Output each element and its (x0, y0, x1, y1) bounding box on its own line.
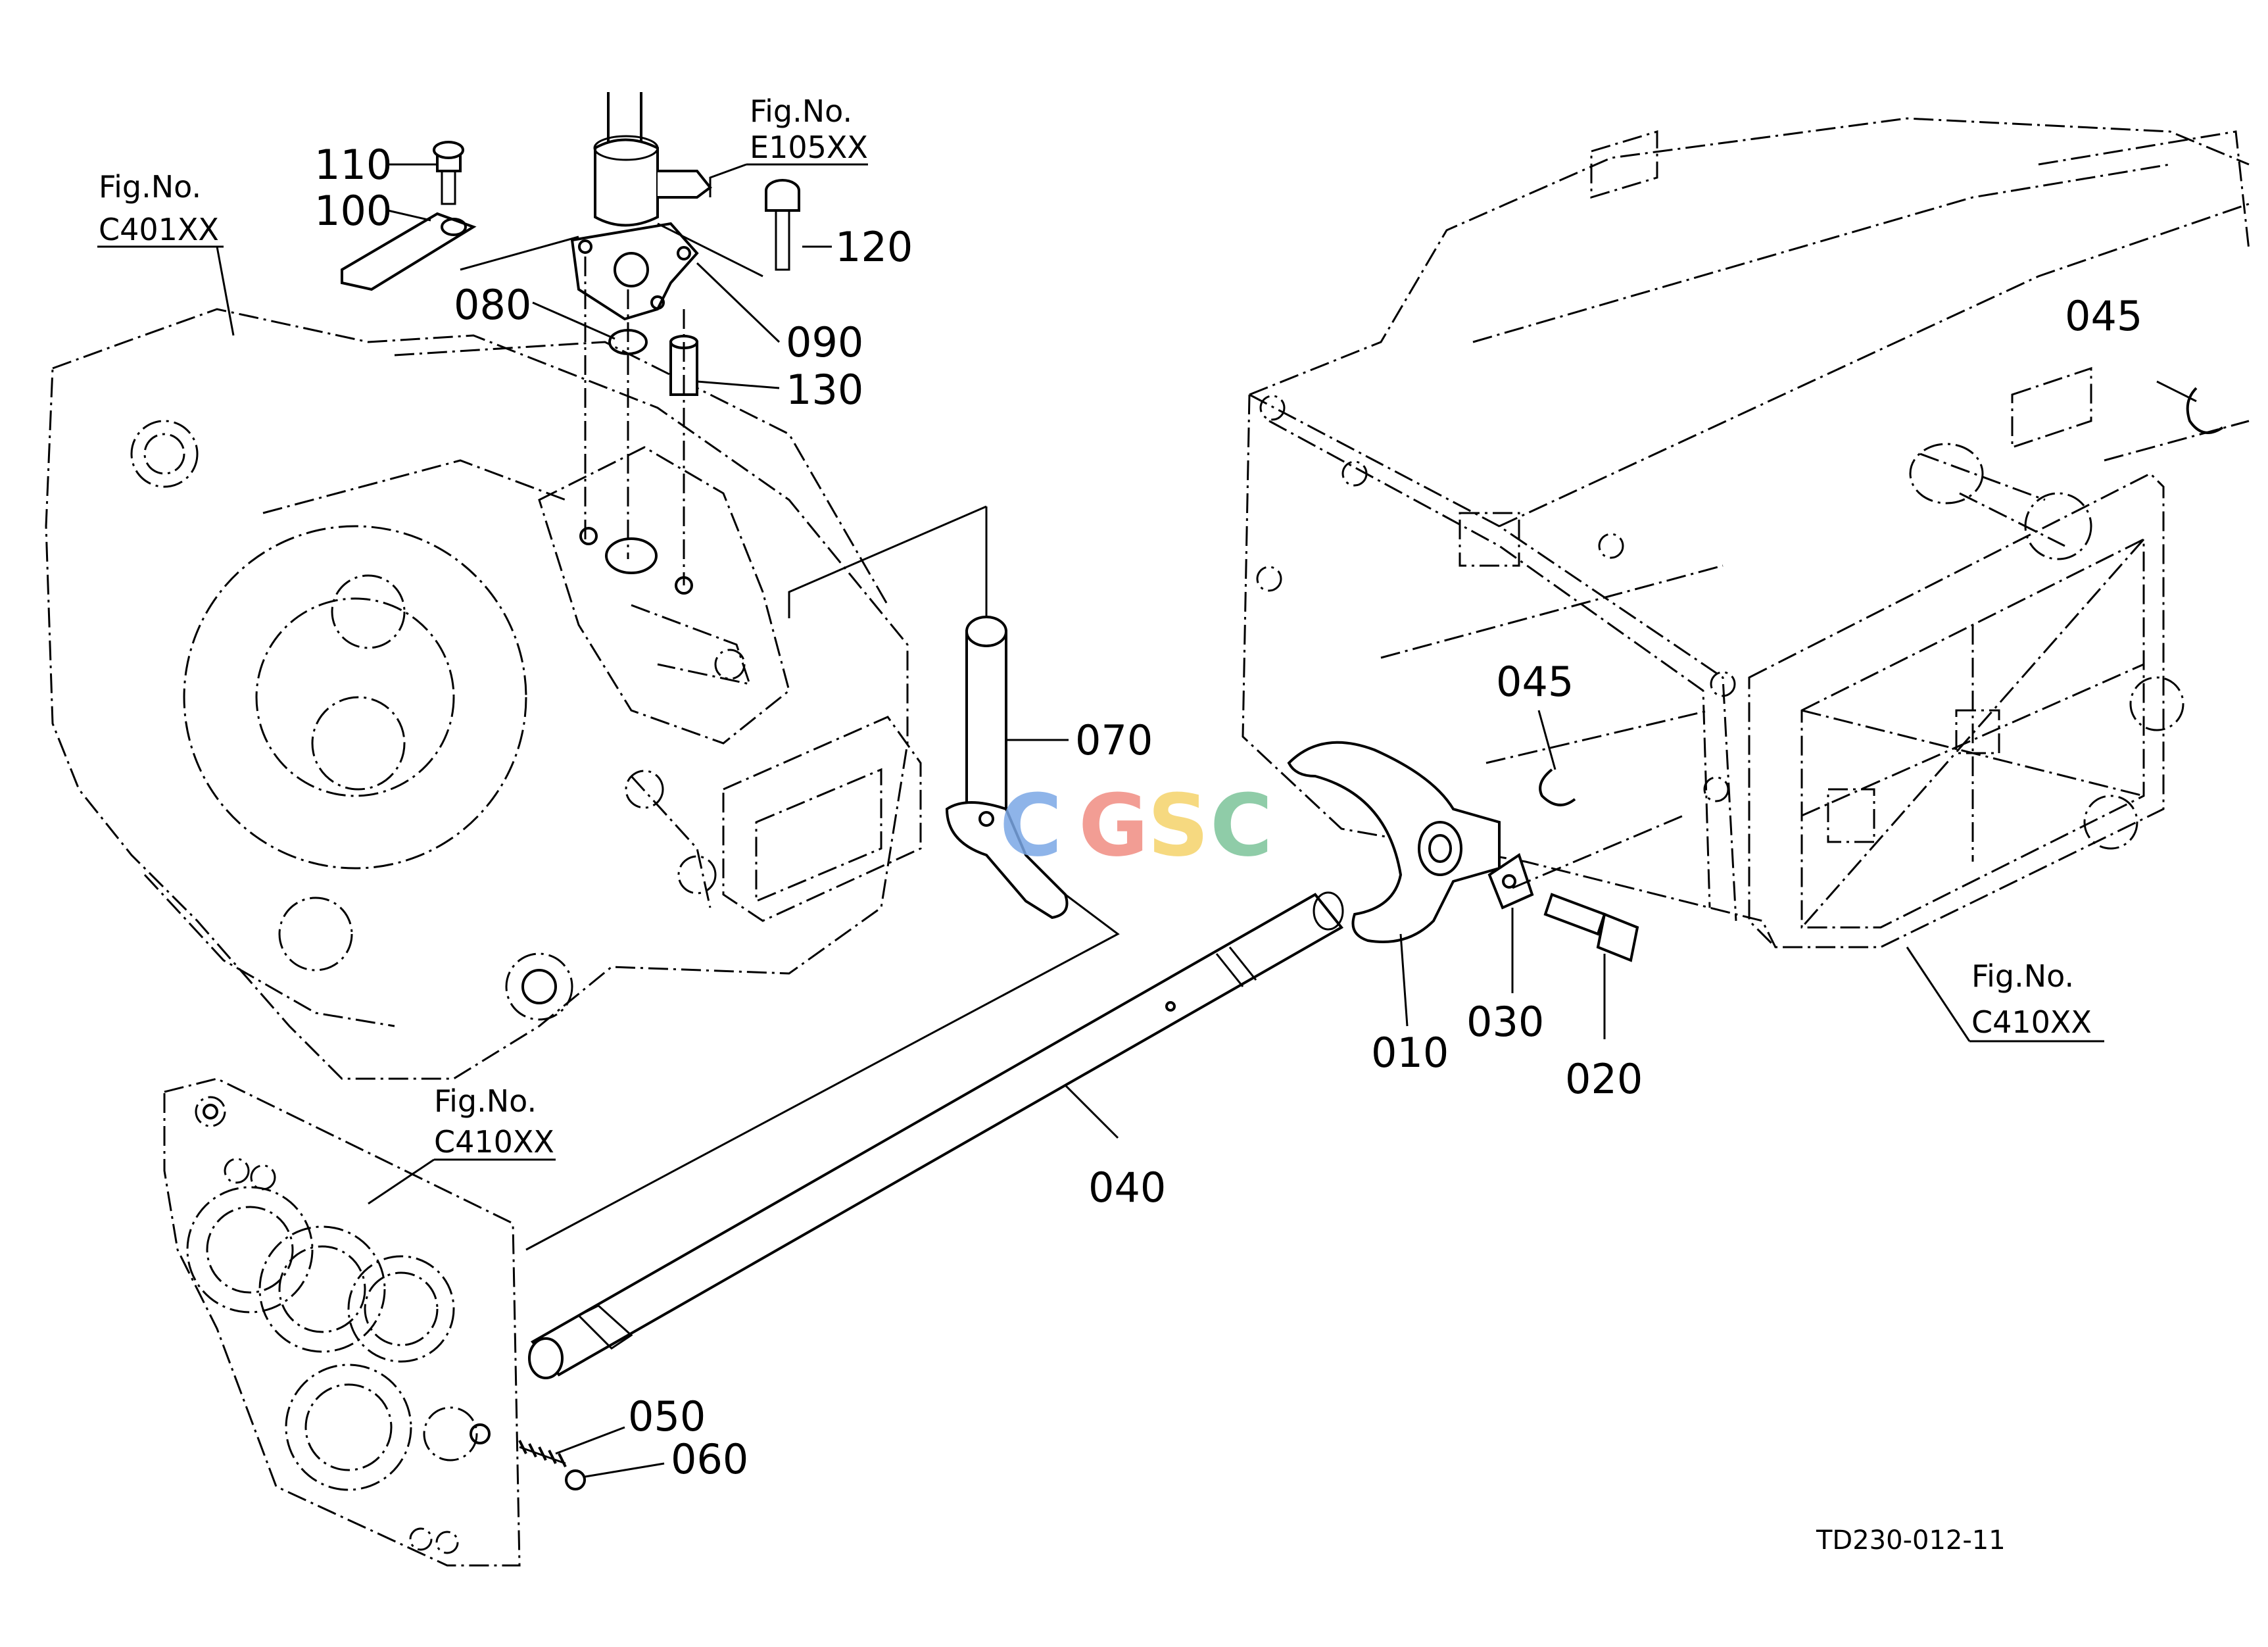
washer-030 (1487, 852, 1534, 910)
label-020: 020 (1565, 1055, 1643, 1103)
drawing-code: TD230-012-11 (1816, 1525, 2006, 1556)
bolt-110 (433, 141, 464, 205)
part-number-labels: 110 100 120 080 090 130 070 045 045 010 … (314, 141, 2142, 1483)
label-050: 050 (628, 1392, 706, 1440)
alignment-lines (584, 257, 2250, 889)
watermark-letter-c2: C (1210, 775, 1272, 875)
leader-lines (97, 163, 2197, 1478)
label-130: 130 (786, 366, 863, 414)
ball-060 (565, 1469, 586, 1490)
label-010: 010 (1371, 1029, 1449, 1077)
watermark-letter-s: S (1147, 775, 1209, 875)
right-housing (1242, 117, 2250, 948)
label-040: 040 (1088, 1164, 1166, 1212)
fork-arm-070 (525, 505, 1120, 1251)
bolt-120 (765, 179, 800, 271)
label-080: 080 (454, 281, 531, 329)
spring-050 (518, 1440, 567, 1467)
fig-ref-c410-right-code: C410XX (1971, 1004, 2092, 1040)
fig-ref-c401-title: Fig.No. (99, 169, 201, 205)
fig-ref-e105-title: Fig.No. (750, 93, 852, 129)
shift-shaft-040 (528, 891, 1344, 1379)
plate-100 (341, 212, 477, 291)
shift-rod (593, 92, 712, 227)
label-030: 030 (1466, 998, 1544, 1046)
fig-ref-c410-bottom-title: Fig.No. (434, 1083, 537, 1119)
left-housing (45, 308, 922, 1080)
snap-ring-045-middle (1539, 768, 1576, 806)
watermark-logo: C G S C (1000, 775, 1272, 875)
label-060: 060 (671, 1435, 748, 1483)
figure-references: Fig.No. E105XX Fig.No. C401XX Fig.No. C4… (99, 93, 2092, 1160)
bolt-020 (1543, 893, 1639, 962)
fig-ref-e105-code: E105XX (750, 130, 868, 165)
watermark-letter-g: G (1078, 775, 1149, 875)
bottom-housing (163, 1077, 521, 1567)
label-090: 090 (786, 318, 863, 366)
plate-090 (570, 222, 699, 321)
label-045-right: 045 (2065, 292, 2142, 340)
watermark-letter-c1: C (1000, 775, 1062, 875)
label-045-middle: 045 (1496, 658, 1574, 706)
fig-ref-c401-code: C401XX (99, 212, 219, 247)
snap-ring-045-right (2186, 387, 2224, 434)
label-100: 100 (314, 187, 392, 235)
fig-ref-c410-bottom-code: C410XX (434, 1124, 554, 1160)
label-070: 070 (1075, 716, 1153, 764)
shift-fork-010 (1287, 741, 1501, 943)
label-120: 120 (835, 223, 913, 271)
label-110: 110 (314, 141, 392, 189)
fig-ref-c410-right-title: Fig.No. (1971, 958, 2074, 994)
